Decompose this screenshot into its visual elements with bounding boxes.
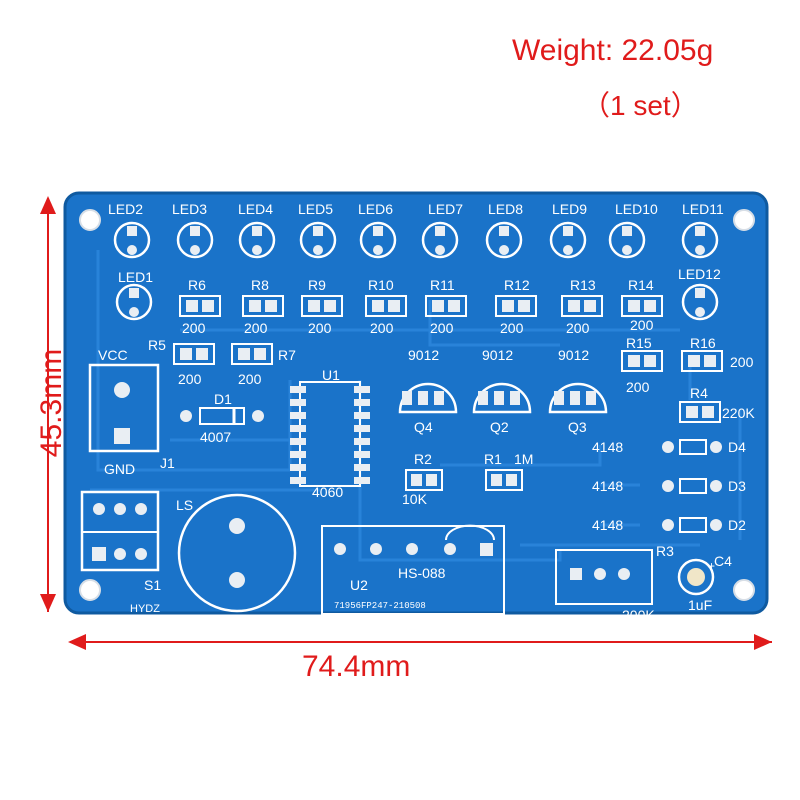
u1-value: 4060	[312, 484, 343, 500]
mounting-holes	[79, 209, 755, 601]
q4-label: Q4	[414, 419, 433, 435]
r4-value: 220K	[722, 405, 755, 421]
u1-label: U1	[322, 367, 340, 383]
d3-label: D3	[728, 478, 746, 494]
r13-label: R13	[570, 277, 596, 293]
u2-value: HS-088	[398, 565, 446, 581]
r8-value: 200	[244, 320, 268, 336]
led4-label: LED4	[238, 201, 273, 217]
r15-label: R15	[626, 335, 652, 351]
r5-label: R5	[148, 337, 166, 353]
svg-text:+: +	[708, 559, 715, 573]
r16-value: 200	[730, 354, 754, 370]
r6-label: R6	[188, 277, 206, 293]
r3-label: R3	[656, 543, 674, 559]
led1-label: LED1	[118, 269, 153, 285]
led6-label: LED6	[358, 201, 393, 217]
d4-value: 4148	[592, 439, 623, 455]
d2-label: D2	[728, 517, 746, 533]
j1-label: J1	[160, 455, 175, 471]
speaker-outline	[177, 493, 297, 613]
r2-label: R2	[414, 451, 432, 467]
signal-diodes	[662, 439, 722, 533]
led8-label: LED8	[488, 201, 523, 217]
r8-label: R8	[251, 277, 269, 293]
r12-value: 200	[500, 320, 524, 336]
r7-value: 200	[238, 371, 262, 387]
ls-label: LS	[176, 497, 193, 513]
u1-outline	[299, 381, 361, 487]
hydz-label: HYDZ	[130, 603, 160, 615]
weight-caption: Weight: 22.05g	[512, 34, 714, 67]
r15-value: 200	[626, 379, 650, 395]
transistor-pads	[402, 391, 596, 405]
gnd-label: GND	[104, 461, 135, 477]
led10-label: LED10	[615, 201, 658, 217]
r9-value: 200	[308, 320, 332, 336]
led3-label: LED3	[172, 201, 207, 217]
power-pad-square	[114, 428, 130, 444]
d3-value: 4148	[592, 478, 623, 494]
width-dimension-label: 74.4mm	[302, 650, 411, 683]
r9-label: R9	[308, 277, 326, 293]
r11-value: 200	[430, 320, 454, 336]
r4-label: R4	[690, 385, 708, 401]
r10-value: 200	[370, 320, 394, 336]
d1-value: 4007	[200, 429, 231, 445]
r2-value: 10K	[402, 491, 428, 507]
r6-value: 200	[182, 320, 206, 336]
led9-label: LED9	[552, 201, 587, 217]
r14-label: R14	[628, 277, 654, 293]
d1-outline	[199, 407, 245, 425]
c4-outline	[677, 558, 715, 596]
d1-label: D1	[214, 391, 232, 407]
led11-label: LED11	[682, 201, 724, 217]
r13-value: 200	[566, 320, 590, 336]
r7-label: R7	[278, 347, 296, 363]
r12-label: R12	[504, 277, 530, 293]
d2-value: 4148	[592, 517, 623, 533]
r3-value: 200K	[622, 607, 655, 623]
power-pad-round	[114, 382, 130, 398]
resistor-pads	[180, 300, 716, 486]
r16-label: R16	[690, 335, 716, 351]
u2-label: U2	[350, 577, 368, 593]
led7-label: LED7	[428, 201, 463, 217]
q3-label: Q3	[568, 419, 587, 435]
vcc-label: VCC	[98, 347, 128, 363]
r3-outline	[555, 549, 653, 605]
u1-pins	[290, 386, 370, 484]
led-pads	[127, 226, 705, 317]
led2-label: LED2	[108, 201, 143, 217]
resistor-footprints	[173, 295, 723, 491]
u2-code: 71956FP247-210508	[334, 601, 426, 611]
led5-label: LED5	[298, 201, 333, 217]
r14-value: 200	[630, 317, 654, 333]
r5-value: 200	[178, 371, 202, 387]
led-footprints	[113, 221, 719, 321]
q2-label: Q2	[490, 419, 509, 435]
c4-value: 1uF	[688, 597, 712, 613]
height-dimension-label: 45.3mm	[35, 348, 68, 458]
q4-type: 9012	[408, 347, 439, 363]
d4-label: D4	[728, 439, 746, 455]
q3-type: 9012	[558, 347, 589, 363]
power-connector-outline	[88, 363, 160, 453]
r11-label: R11	[430, 277, 455, 293]
c4-label: C4	[714, 553, 732, 569]
s1-label: S1	[144, 577, 161, 593]
led12-label: LED12	[678, 266, 721, 282]
set-caption: （1 set）	[582, 90, 699, 121]
u2-outline	[321, 525, 505, 615]
r10-label: R10	[368, 277, 394, 293]
trace-lines	[90, 250, 742, 562]
r1-label: R1	[484, 451, 502, 467]
r1-value: 1M	[514, 451, 533, 467]
q2-type: 9012	[482, 347, 513, 363]
